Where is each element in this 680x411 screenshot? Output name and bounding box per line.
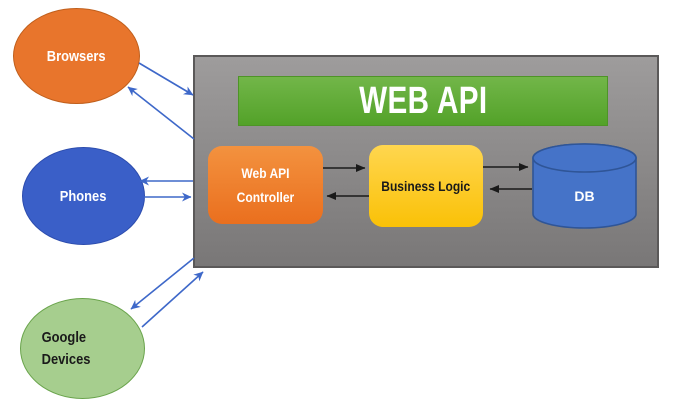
google-devices-node: Google Devices — [20, 298, 145, 399]
browsers-node: Browsers — [13, 8, 140, 104]
web-api-banner: WEB API — [238, 76, 608, 126]
phones-node: Phones — [22, 147, 145, 245]
arrow-browsers-to-webapi — [138, 62, 194, 96]
database-node: DB — [532, 142, 637, 230]
web-api-banner-label: WEB API — [358, 79, 488, 122]
business-logic-node: Business Logic — [369, 145, 483, 227]
web-api-controller-label: Web API Controller — [236, 165, 295, 205]
business-logic-label: Business Logic — [381, 178, 471, 194]
phones-label: Phones — [60, 187, 107, 205]
arrow-webapi-to-google-devices — [130, 257, 195, 310]
web-api-controller-node: Web API Controller — [208, 146, 323, 224]
database-cylinder-icon — [532, 143, 637, 229]
arrow-webapi-to-browsers — [127, 86, 195, 140]
database-label: DB — [574, 188, 595, 204]
google-devices-label: Google Devices — [41, 328, 91, 368]
arrow-google-devices-to-webapi — [141, 271, 204, 328]
browsers-label: Browsers — [47, 47, 106, 65]
